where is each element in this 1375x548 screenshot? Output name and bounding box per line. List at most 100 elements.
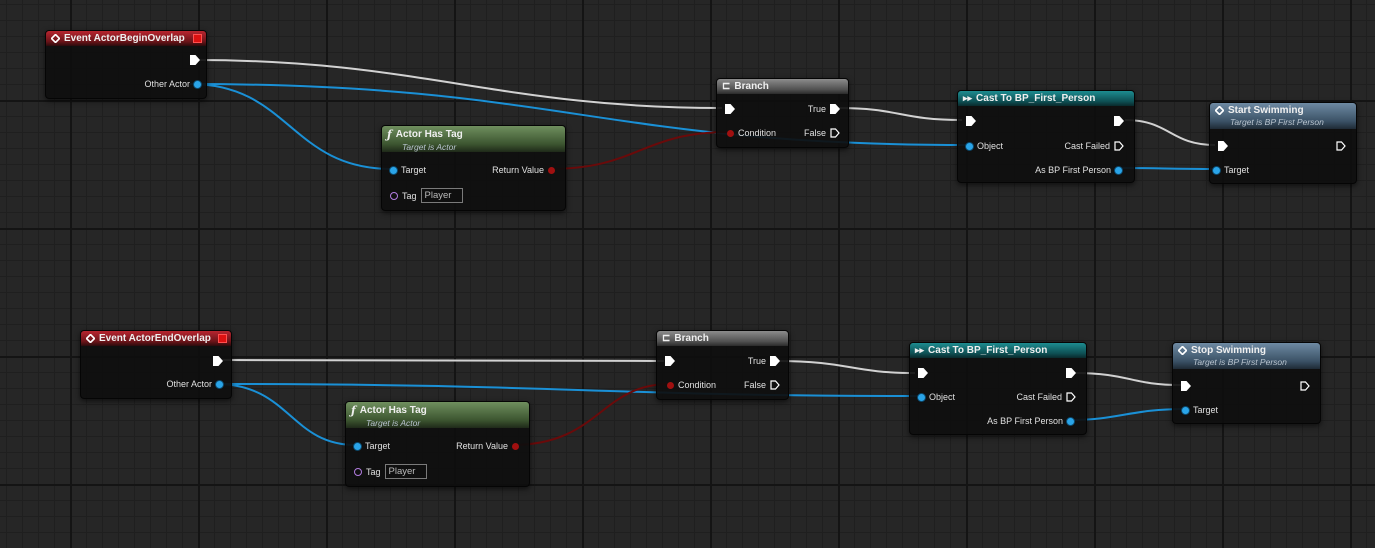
function-icon: ƒ	[351, 404, 356, 417]
node-header: ⊏Branch	[657, 331, 788, 346]
exec-wire	[217, 359, 665, 362]
other-actor-pin[interactable]: Other Actor	[166, 379, 223, 389]
false-pin[interactable]: False	[804, 128, 840, 138]
exec-out-pin[interactable]	[1114, 116, 1124, 126]
node-title: Event ActorEndOverlap	[99, 333, 211, 344]
exec-out-pin[interactable]	[1336, 141, 1346, 151]
return-value-pin[interactable]: Return Value	[456, 441, 519, 451]
node-header: Start Swimming Target is BP First Person	[1210, 103, 1356, 129]
start-swimming-node[interactable]: Start Swimming Target is BP First Person…	[1209, 102, 1357, 184]
name-pin-icon	[354, 467, 362, 476]
target-pin[interactable]: Target	[1182, 405, 1218, 415]
target-pin[interactable]: Target	[390, 165, 426, 175]
exec-out-pin[interactable]	[1300, 381, 1310, 391]
pin-label: Condition	[738, 128, 777, 138]
exec-arrow-icon	[190, 55, 200, 65]
pin-label: Tag	[366, 466, 381, 477]
exec-in-pin[interactable]	[665, 356, 675, 366]
cast-icon: ▸▸	[963, 93, 973, 103]
node-title: Actor Has Tag	[395, 129, 463, 140]
node-header: Event ActorEndOverlap	[81, 331, 231, 346]
function-icon: ƒ	[387, 128, 392, 141]
node-subtitle: Target is Actor	[402, 142, 457, 152]
bool-pin-icon	[548, 166, 555, 174]
pin-label: Other Actor	[166, 379, 212, 389]
tag-input[interactable]: Player	[420, 188, 463, 203]
branch-node[interactable]: ⊏Branch True Condition False	[716, 78, 849, 148]
cast-failed-pin[interactable]: Cast Failed	[1016, 392, 1076, 402]
return-value-pin[interactable]: Return Value	[492, 165, 555, 175]
pin-label: Target	[1224, 165, 1250, 175]
exec-arrow-icon	[966, 116, 976, 126]
bool-wire	[511, 383, 671, 446]
pin-label: Object	[977, 141, 1004, 151]
exec-arrow-outline-icon	[830, 128, 840, 138]
object-wire	[189, 83, 393, 170]
pin-label: Cast Failed	[1064, 141, 1110, 151]
exec-in-pin[interactable]	[918, 368, 928, 378]
pin-label: False	[743, 380, 766, 390]
node-title: Branch	[674, 333, 709, 344]
exec-in-pin[interactable]	[1181, 381, 1191, 391]
branch-node[interactable]: ⊏Branch True Condition False	[656, 330, 789, 400]
exec-in-pin[interactable]	[1218, 141, 1228, 151]
bool-pin-icon	[512, 442, 519, 450]
pin-label: True	[807, 104, 826, 114]
true-pin[interactable]: True	[808, 104, 840, 114]
target-pin[interactable]: Target	[354, 441, 390, 451]
exec-arrow-icon	[830, 104, 840, 114]
delegate-pin-icon[interactable]	[218, 334, 227, 343]
as-bp-first-person-pin[interactable]: As BP First Person	[987, 416, 1074, 426]
exec-in-pin[interactable]	[725, 104, 735, 114]
object-pin-icon	[1213, 166, 1220, 174]
object-pin[interactable]: Object	[966, 141, 1003, 151]
event-diamond-icon	[50, 33, 61, 44]
exec-arrow-icon	[1218, 141, 1228, 151]
event-actor-end-overlap-node[interactable]: Event ActorEndOverlap Other Actor	[80, 330, 232, 399]
exec-arrow-outline-icon	[1114, 141, 1124, 151]
false-pin[interactable]: False	[744, 380, 780, 390]
delegate-pin-icon[interactable]	[193, 34, 202, 43]
condition-pin[interactable]: Condition	[667, 380, 716, 390]
exec-wire	[775, 360, 916, 374]
branch-icon: ⊏	[662, 333, 671, 344]
exec-arrow-icon	[1181, 381, 1191, 391]
event-actor-begin-overlap-node[interactable]: Event ActorBeginOverlap Other Actor	[45, 30, 207, 99]
stop-swimming-node[interactable]: Stop Swimming Target is BP First Person …	[1172, 342, 1321, 424]
exec-arrow-icon	[1114, 116, 1124, 126]
target-pin[interactable]: Target	[1213, 165, 1249, 175]
exec-wire	[837, 107, 963, 121]
other-actor-pin[interactable]: Other Actor	[144, 79, 201, 89]
object-pin-icon	[966, 142, 973, 150]
function-diamond-icon	[1214, 105, 1225, 116]
exec-arrow-outline-icon	[1300, 381, 1310, 391]
bool-pin-icon	[667, 381, 674, 389]
event-diamond-icon	[85, 333, 96, 344]
exec-wire	[195, 59, 723, 109]
node-subtitle: Target is BP First Person	[1193, 357, 1287, 367]
node-subtitle: Target is Actor	[366, 418, 421, 428]
tag-input[interactable]: Player	[384, 464, 427, 479]
cast-failed-pin[interactable]: Cast Failed	[1064, 141, 1124, 151]
name-pin-icon	[390, 191, 398, 200]
exec-out-pin[interactable]	[1066, 368, 1076, 378]
as-bp-first-person-pin[interactable]: As BP First Person	[1035, 165, 1122, 175]
node-header: Stop Swimming Target is BP First Person	[1173, 343, 1320, 369]
exec-in-pin[interactable]	[966, 116, 976, 126]
pin-label: Object	[929, 392, 956, 402]
cast-to-bp-first-person-node[interactable]: ▸▸Cast To BP_First_Person Object Cast Fa…	[909, 342, 1087, 435]
cast-to-bp-first-person-node[interactable]: ▸▸Cast To BP_First_Person Object Cast Fa…	[957, 90, 1135, 183]
object-pin-icon	[1067, 417, 1074, 425]
condition-pin[interactable]: Condition	[727, 128, 776, 138]
exec-arrow-icon	[918, 368, 928, 378]
exec-out-pin[interactable]	[190, 55, 200, 65]
true-pin[interactable]: True	[748, 356, 780, 366]
object-pin[interactable]: Object	[918, 392, 955, 402]
exec-out-pin[interactable]	[213, 356, 223, 366]
object-wire	[215, 383, 357, 446]
